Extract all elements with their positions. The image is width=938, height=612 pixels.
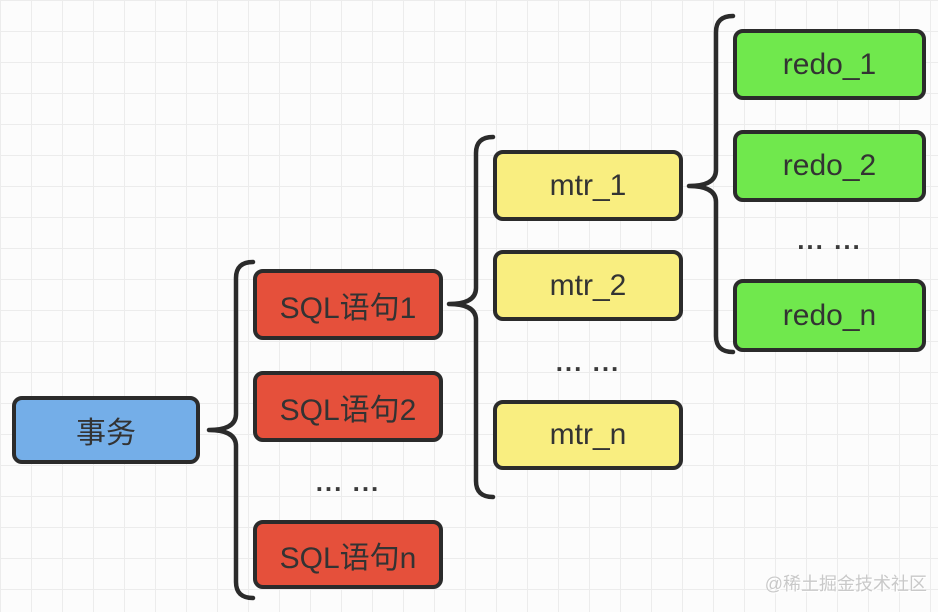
mtr-ellipsis: ... ... (555, 346, 621, 377)
watermark: @稀土掘金技术社区 (764, 574, 927, 594)
node-mtr-n: mtr_n (493, 400, 683, 470)
node-mtr-1: mtr_1 (493, 150, 683, 221)
node-sql-2: SQL语句2 (253, 371, 443, 442)
redo-ellipsis: ... ... (797, 224, 862, 255)
node-mtr-2: mtr_2 (493, 250, 683, 321)
node-redo-1: redo_1 (733, 29, 926, 100)
node-transaction: 事务 (12, 396, 200, 464)
node-sql-1: SQL语句1 (253, 269, 443, 340)
node-redo-n: redo_n (733, 279, 926, 352)
node-sql-n: SQL语句n (253, 520, 443, 589)
brace-mtr1-to-redo-icon (686, 13, 736, 355)
sql-ellipsis: ... ... (315, 466, 381, 497)
node-redo-2: redo_2 (733, 130, 926, 202)
brace-transaction-to-sql-icon (206, 259, 256, 601)
brace-sql1-to-mtr-icon (446, 134, 496, 500)
